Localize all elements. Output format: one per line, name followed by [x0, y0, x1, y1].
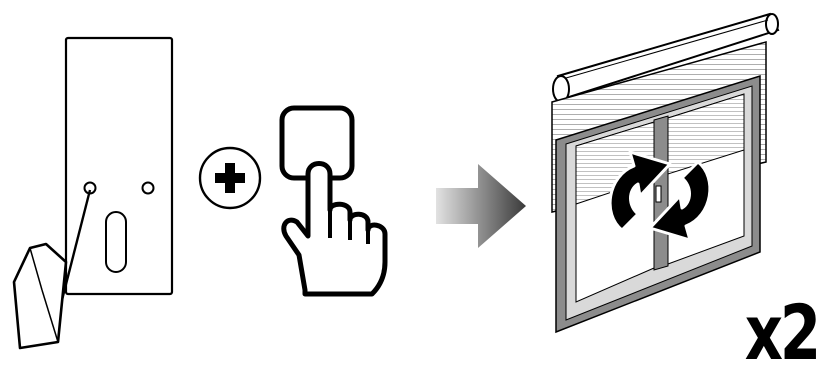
finger-press-button-icon [279, 105, 388, 297]
repeat-count-label: x2 [744, 288, 820, 377]
plus-circle-icon [198, 146, 262, 210]
rotate-cycle-icon [608, 150, 712, 242]
right-arrow-icon [436, 164, 526, 248]
remote-control-icon [64, 36, 174, 296]
paper-clip-tool-icon [12, 189, 92, 350]
roller-shutter-window-icon [551, 12, 780, 334]
